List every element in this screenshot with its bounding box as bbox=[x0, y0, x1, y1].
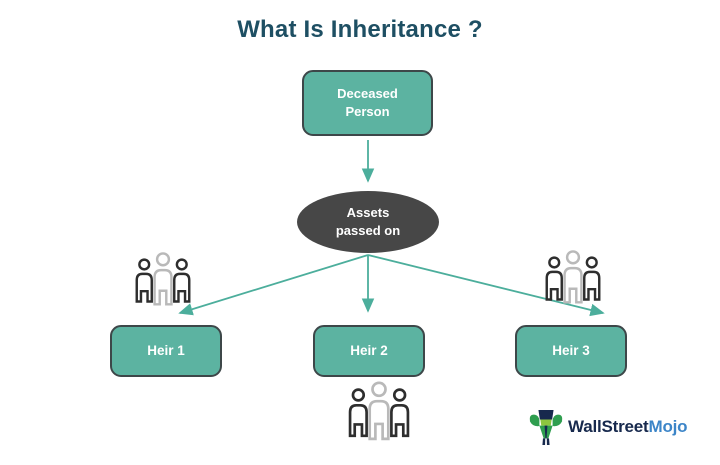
heir3-label: Heir 3 bbox=[552, 342, 590, 358]
heir2-label: Heir 2 bbox=[350, 342, 388, 358]
people-group-icon bbox=[345, 380, 413, 442]
wallstreetmojo-logo: WallStreetMojo bbox=[529, 407, 688, 447]
wallstreetmojo-bull-icon bbox=[529, 410, 563, 445]
people-group-icon bbox=[133, 250, 193, 308]
heir1-node: Heir 1 bbox=[110, 325, 222, 377]
assets-passed-on-label: Assets passed on bbox=[335, 204, 401, 238]
heir1-label: Heir 1 bbox=[147, 342, 185, 358]
heir3-node: Heir 3 bbox=[515, 325, 627, 377]
heir2-node: Heir 2 bbox=[313, 325, 425, 377]
wordmark-wallstreet: WallStreet bbox=[568, 417, 649, 436]
deceased-person-label: Deceased Person bbox=[337, 86, 398, 119]
page-title: What Is Inheritance ? bbox=[237, 16, 483, 43]
assets-passed-on-node: Assets passed on bbox=[297, 191, 439, 253]
wordmark-mojo: Mojo bbox=[648, 417, 688, 436]
arrow-assets-to-heir1 bbox=[178, 254, 369, 316]
people-group-icon bbox=[543, 248, 603, 306]
wallstreetmojo-wordmark: WallStreetMojo bbox=[568, 417, 688, 437]
deceased-person-node: Deceased Person bbox=[302, 70, 433, 136]
